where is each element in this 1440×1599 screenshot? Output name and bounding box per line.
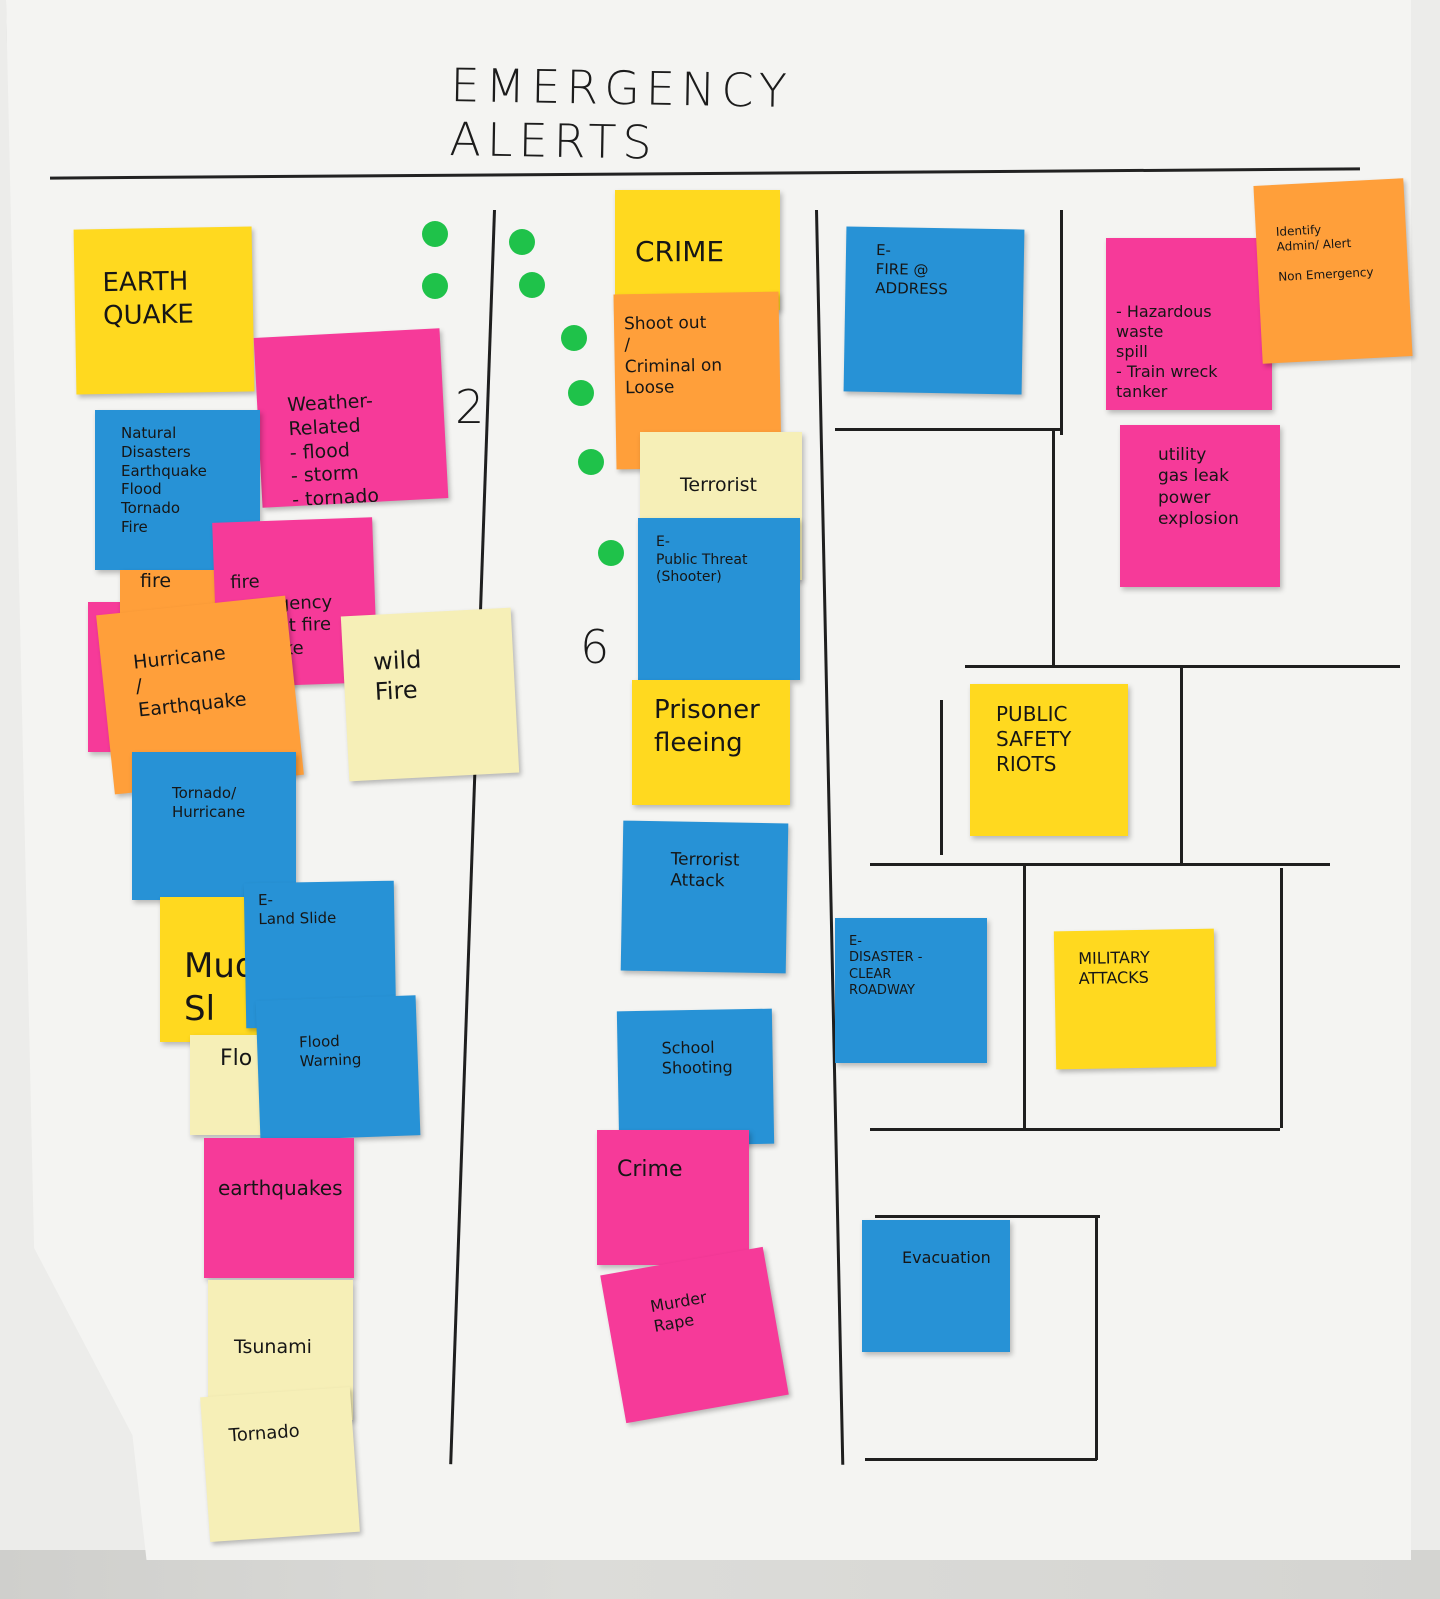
note-hazardous-waste[interactable]: - Hazardous waste spill - Train wreck ta… <box>1106 238 1272 410</box>
note-weather-related[interactable]: Weather-Related - flood - storm - tornad… <box>253 328 449 508</box>
note-public-threat[interactable]: E- Public Threat (Shooter) <box>638 518 800 680</box>
note-earthquake[interactable]: EARTH QUAKE <box>73 226 255 395</box>
note-wild-fire[interactable]: wild Fire <box>340 607 520 782</box>
vote-dot <box>561 325 587 351</box>
vote-dot <box>509 229 535 255</box>
note-natural-disasters[interactable]: Natural Disasters Earthquake Flood Torna… <box>95 410 260 570</box>
note-identify-admin-alert[interactable]: Identify Admin/ Alert Non Emergency <box>1253 178 1413 364</box>
note-crime-header[interactable]: CRIME <box>615 190 780 310</box>
region-line <box>1052 430 1055 665</box>
note-tornado-hurricane[interactable]: Tornado/ Hurricane <box>132 752 296 900</box>
note-school-shooting[interactable]: School Shooting <box>616 1008 775 1147</box>
region-line <box>1280 868 1283 1128</box>
vote-count-middle: 6 <box>580 620 610 674</box>
board-title: EMERGENCY ALERTS <box>449 57 794 170</box>
vote-dot <box>598 540 624 566</box>
region-line <box>1023 863 1026 1128</box>
vote-dot <box>568 380 594 406</box>
region-line <box>1060 210 1063 435</box>
note-crime[interactable]: Crime <box>597 1130 749 1265</box>
note-public-safety-riots[interactable]: PUBLIC SAFETY RIOTS <box>970 684 1128 836</box>
vote-dot <box>578 449 604 475</box>
vote-dot <box>422 221 448 247</box>
note-fire-at-address[interactable]: E- FIRE @ ADDRESS <box>843 226 1025 395</box>
note-terrorist-attack[interactable]: Terrorist Attack <box>620 820 789 974</box>
region-line <box>835 428 1060 431</box>
note-earthquakes[interactable]: earthquakes <box>204 1138 354 1278</box>
region-line <box>865 1458 1097 1461</box>
note-evacuation[interactable]: Evacuation <box>862 1220 1010 1352</box>
vote-dot <box>519 272 545 298</box>
region-line <box>940 700 943 855</box>
region-line <box>1095 1215 1098 1460</box>
note-flood-warning[interactable]: Flood Warning <box>255 995 421 1141</box>
region-line <box>875 1215 1100 1218</box>
note-tornado[interactable]: Tornado <box>200 1386 360 1543</box>
note-utility[interactable]: utility gas leak power explosion <box>1120 425 1280 587</box>
vote-count-left: 2 <box>455 380 485 434</box>
note-prisoner-fleeing[interactable]: Prisoner fleeing <box>632 680 790 805</box>
note-military-attacks[interactable]: MILITARY ATTACKS <box>1053 928 1217 1070</box>
note-murder-rape[interactable]: Murder Rape <box>600 1246 789 1424</box>
note-disaster-clear-roadway[interactable]: E- DISASTER - CLEAR ROADWAY <box>835 918 987 1063</box>
region-line <box>965 665 1400 668</box>
region-line <box>870 1128 1280 1131</box>
vote-dot <box>422 273 448 299</box>
region-line <box>1180 668 1183 863</box>
region-line <box>870 863 1330 866</box>
